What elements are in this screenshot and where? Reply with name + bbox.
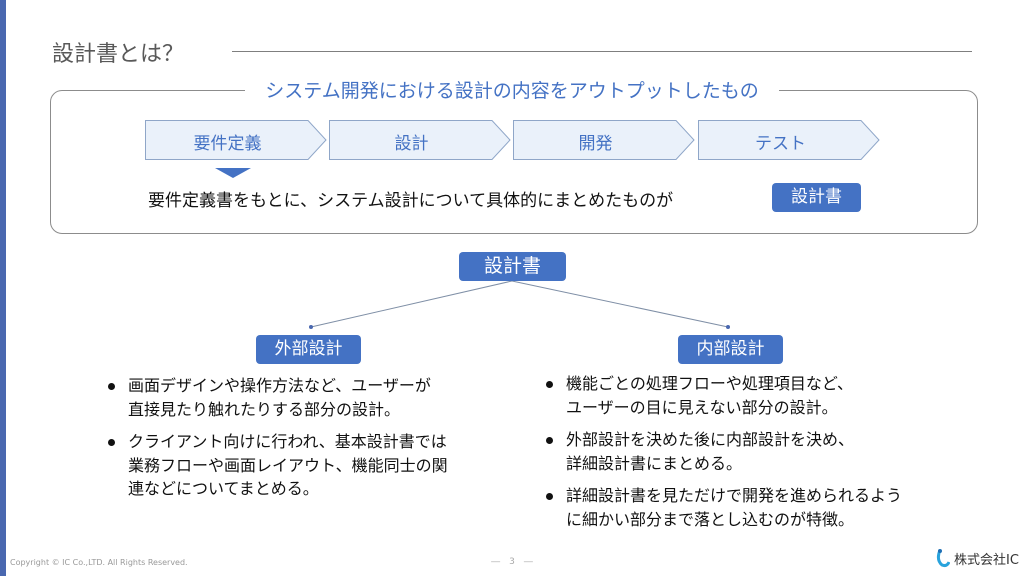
external-design-list: 画面デザインや操作方法など、ユーザーが直接見たり触れたりする部分の設計。クライア… (108, 374, 448, 510)
summary-heading-text: システム開発における設計の内容をアウトプットしたもの (245, 80, 779, 102)
bullet-line: 詳細設計書を見ただけで開発を進められるよう (566, 486, 903, 505)
process-step-label: テスト (755, 134, 806, 154)
tree-root-badge: 設計書 (459, 252, 566, 281)
external-design-badge: 外部設計 (256, 335, 361, 364)
summary-sentence: 要件定義書をもとに、システム設計について具体的にまとめたものが (148, 191, 674, 211)
internal-design-list: 機能ごとの処理フローや処理項目など、ユーザーの目に見えない部分の設計。外部設計を… (546, 372, 902, 540)
bullet-line: 機能ごとの処理フローや処理項目など、 (566, 374, 854, 393)
copyright: Copyright © IC Co.,LTD. All Rights Reser… (10, 558, 188, 567)
bullet-line: 業務フローや画面レイアウト、機能同士の関 (128, 455, 448, 475)
title-divider (232, 51, 972, 52)
accent-bar (0, 0, 6, 576)
bullet-item: 外部設計を決めた後に内部設計を決め、詳細設計書にまとめる。 (546, 428, 902, 475)
bullet-item: 詳細設計書を見ただけで開発を進められるように細かい部分まで落とし込むのが特徴。 (546, 484, 902, 531)
connector-dot-left (309, 325, 313, 329)
slide-title: 設計書とは？ (52, 42, 185, 67)
process-step: 要件定義 (145, 120, 327, 160)
bullet-line: 外部設計を決めた後に内部設計を決め、 (566, 430, 855, 449)
logo-icon (936, 549, 950, 568)
company-logo: 株式会社IC (934, 548, 1019, 568)
process-step: テスト (698, 120, 880, 160)
process-step-label: 開発 (578, 134, 613, 154)
bullet-line: 画面デザインや操作方法など、ユーザーが (128, 376, 431, 395)
bullet-line: 連などについてまとめる。 (128, 479, 319, 498)
bullet-line: 直接見たり触れたりする部分の設計。 (128, 399, 401, 419)
summary-heading: システム開発における設計の内容をアウトプットしたもの (0, 76, 1024, 103)
process-step: 設計 (329, 120, 511, 160)
bullet-line: ユーザーの目に見えない部分の設計。 (566, 397, 838, 417)
connector-left (310, 280, 513, 328)
design-doc-badge: 設計書 (772, 183, 861, 212)
down-arrow-icon (215, 168, 251, 178)
logo-text: 株式会社IC (954, 552, 1019, 568)
connector-right (511, 280, 729, 328)
internal-design-badge: 内部設計 (678, 335, 783, 364)
bullet-item: 画面デザインや操作方法など、ユーザーが直接見たり触れたりする部分の設計。 (108, 374, 448, 421)
bullet-item: クライアント向けに行われ、基本設計書では業務フローや画面レイアウト、機能同士の関… (108, 430, 448, 501)
process-step: 開発 (513, 120, 695, 160)
process-step-label: 設計 (394, 134, 429, 154)
bullet-line: 詳細設計書にまとめる。 (566, 453, 743, 473)
process-step-label: 要件定義 (193, 134, 262, 154)
page-number: ― 3 ― (491, 557, 533, 567)
bullet-line: クライアント向けに行われ、基本設計書では (128, 432, 447, 451)
bullet-line: に細かい部分まで落とし込むのが特徴。 (566, 509, 855, 529)
bullet-item: 機能ごとの処理フローや処理項目など、ユーザーの目に見えない部分の設計。 (546, 372, 902, 419)
connector-dot-right (726, 325, 730, 329)
